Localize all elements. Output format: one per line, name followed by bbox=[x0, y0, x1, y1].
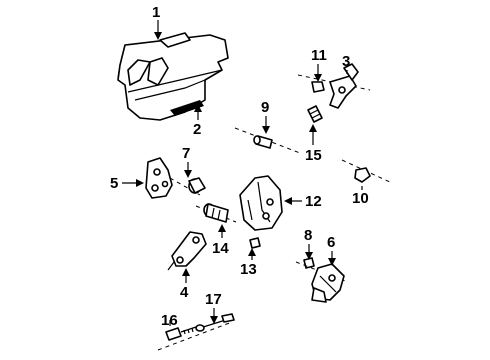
callout-13: 13 bbox=[240, 261, 257, 278]
housing-part bbox=[117, 32, 229, 121]
callout-16: 16 bbox=[161, 312, 178, 329]
bracket-part-6 bbox=[311, 263, 345, 303]
nut-part-10 bbox=[354, 167, 371, 183]
callout-8: 8 bbox=[304, 227, 312, 244]
bolt-part-16 bbox=[165, 326, 197, 341]
callout-1: 1 bbox=[152, 4, 160, 21]
lever-part-4 bbox=[167, 231, 207, 271]
callout-3: 3 bbox=[342, 53, 350, 70]
callout-15: 15 bbox=[305, 147, 322, 164]
bracket-part-12 bbox=[239, 175, 283, 231]
pin-part-9 bbox=[253, 135, 273, 149]
callout-6: 6 bbox=[327, 234, 335, 251]
callout-7: 7 bbox=[182, 145, 190, 162]
rod-part-17 bbox=[195, 313, 235, 332]
spring-part-15 bbox=[307, 105, 323, 123]
callout-5: 5 bbox=[110, 175, 118, 192]
actuator-part-14 bbox=[203, 203, 229, 223]
nut-part-11 bbox=[311, 81, 325, 93]
callout-10: 10 bbox=[352, 190, 369, 207]
callout-12: 12 bbox=[305, 193, 322, 210]
callout-9: 9 bbox=[261, 99, 269, 116]
lever-part-3 bbox=[329, 63, 359, 109]
bushing-part-7 bbox=[188, 177, 206, 194]
callout-11: 11 bbox=[311, 47, 327, 64]
screw-part-13 bbox=[249, 237, 261, 249]
callout-4: 4 bbox=[180, 284, 189, 301]
callout-17: 17 bbox=[205, 291, 222, 308]
callout-2: 2 bbox=[193, 121, 201, 138]
callout-14: 14 bbox=[212, 240, 229, 257]
bracket-part-5 bbox=[145, 157, 173, 199]
